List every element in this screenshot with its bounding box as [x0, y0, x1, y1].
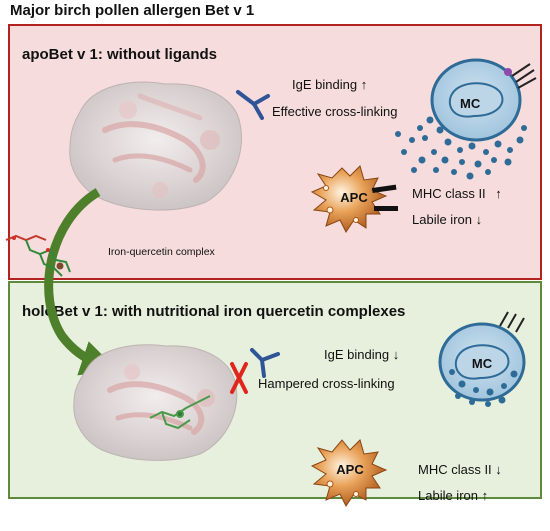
up-arrow-icon: ↑ — [481, 488, 489, 503]
holo-protein-structure — [73, 344, 238, 461]
holo-ige-binding: IgE binding ↓ — [324, 347, 400, 362]
apo-mhc: MHC class II ↑ — [412, 186, 502, 201]
holo-mhc: MHC class II ↓ — [418, 462, 502, 477]
holo-mast-cell — [438, 311, 526, 407]
apo-protein-structure — [69, 81, 242, 211]
holo-heading: holoBet v 1: with nutritional iron querc… — [22, 303, 406, 320]
apo-ige-binding: IgE binding ↑ — [292, 77, 368, 92]
apo-heading: apoBet v 1: without ligands — [22, 46, 218, 63]
holo-crosslinking: Hampered cross-linking — [258, 376, 395, 391]
apo-apc-label: APC — [340, 190, 368, 205]
apo-apc-cell — [310, 165, 398, 233]
complex-label: Iron-quercetin complex — [108, 246, 215, 258]
apo-antibody-icon — [236, 90, 270, 120]
down-arrow-icon: ↓ — [495, 462, 502, 477]
holo-antibody-icon — [250, 348, 280, 378]
up-arrow-icon: ↑ — [495, 186, 502, 201]
apo-mast-cell — [395, 58, 537, 180]
down-arrow-icon: ↓ — [475, 212, 483, 227]
down-arrow-icon: ↓ — [392, 347, 400, 362]
transition-arrow — [44, 188, 118, 376]
holo-labile-iron: Labile iron ↑ — [418, 488, 489, 503]
up-arrow-icon: ↑ — [360, 77, 368, 92]
iron-quercetin-complex-icon — [5, 234, 71, 277]
blocked-cross-icon — [230, 362, 248, 394]
holo-apc-label: APC — [336, 462, 364, 477]
holo-mast-cell-label: MC — [471, 356, 493, 371]
holo-apc-cell — [310, 439, 388, 507]
apo-labile-iron: Labile iron ↓ — [412, 212, 483, 227]
figure-title: Major birch pollen allergen Bet v 1 — [10, 2, 255, 19]
apo-crosslinking: Effective cross-linking — [272, 104, 398, 119]
